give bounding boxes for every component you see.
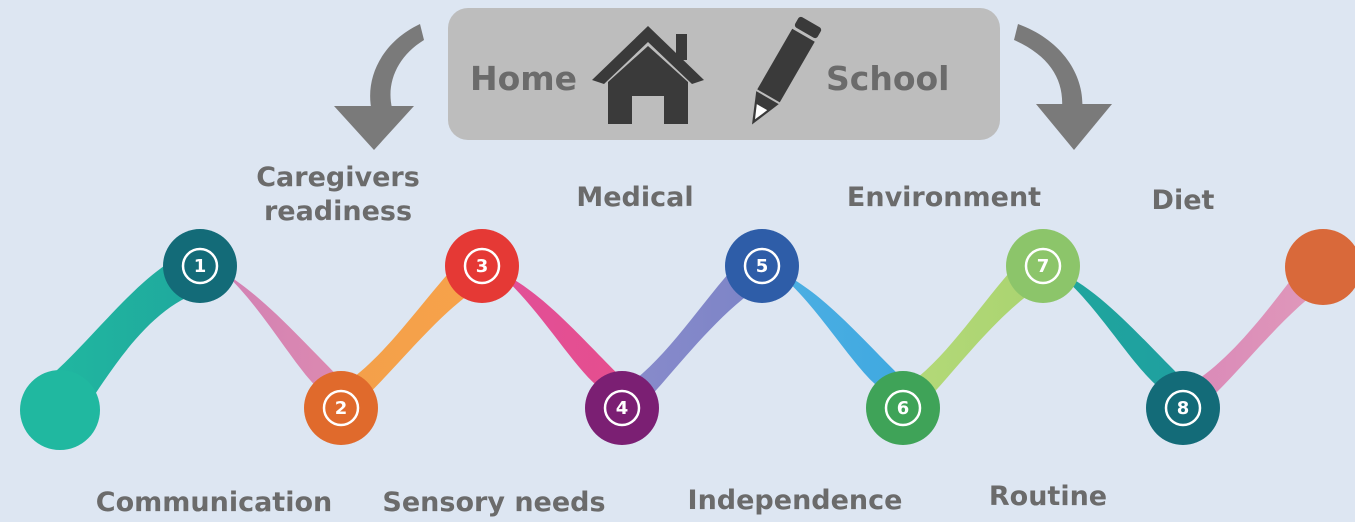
step-circle (1006, 229, 1080, 303)
step-number: 2 (335, 398, 348, 419)
step-circle (1146, 371, 1220, 445)
label-independence: Independence (687, 485, 903, 516)
home-school-banner (448, 8, 1000, 140)
wave-segment (885, 250, 1055, 412)
step-ring (181, 247, 219, 285)
step-node-2: 2 (304, 371, 378, 445)
step-circle (725, 229, 799, 303)
label-communication: Communication (95, 487, 333, 518)
left-curved-arrow (334, 24, 424, 150)
pencil-icon (752, 16, 822, 125)
wave-segment (605, 250, 775, 412)
step-node-6: 6 (866, 371, 940, 445)
step-circle (585, 371, 659, 445)
step-ring (603, 389, 641, 427)
wave-segment (1165, 268, 1330, 412)
label-diet: Diet (1151, 185, 1215, 216)
banner-school-text: School (826, 59, 949, 98)
step-node-1: 1 (163, 229, 237, 303)
step-ring (884, 389, 922, 427)
label-environment: Environment (846, 182, 1042, 213)
step-ring (322, 389, 360, 427)
step-ring (743, 247, 781, 285)
step-ring (1164, 389, 1202, 427)
step-number: 8 (1177, 398, 1190, 419)
step-number: 7 (1037, 256, 1050, 277)
step-number: 6 (897, 398, 910, 419)
label-medical: Medical (576, 182, 694, 213)
wave-segment (325, 250, 495, 410)
wave-segment (190, 252, 350, 390)
step-node-3: 3 (445, 229, 519, 303)
step-node-4: 4 (585, 371, 659, 445)
house-icon (592, 26, 704, 124)
wave-segment (750, 258, 915, 392)
step-circle (866, 371, 940, 445)
right-curved-arrow (1014, 24, 1112, 150)
label-routine: Routine (988, 481, 1108, 512)
step-nodes: 1 2 3 4 5 6 7 8 (163, 229, 1220, 445)
banner-home-text: Home (470, 59, 577, 98)
step-circle (163, 229, 237, 303)
step-number: 4 (616, 398, 629, 419)
wave-segments (40, 250, 1330, 425)
step-node-7: 7 (1006, 229, 1080, 303)
step-node-5: 5 (725, 229, 799, 303)
step-ring (1024, 247, 1062, 285)
step-number: 3 (476, 256, 489, 277)
step-ring (463, 247, 501, 285)
step-number: 5 (756, 256, 769, 277)
step-circle (304, 371, 378, 445)
start-dot (20, 370, 100, 450)
step-node-8: 8 (1146, 371, 1220, 445)
end-dot (1285, 229, 1355, 305)
label-sensory-needs: Sensory needs (382, 487, 606, 518)
wave-segment (1030, 258, 1195, 392)
step-circle (445, 229, 519, 303)
step-number: 1 (194, 256, 207, 277)
wave-segment (470, 258, 635, 392)
